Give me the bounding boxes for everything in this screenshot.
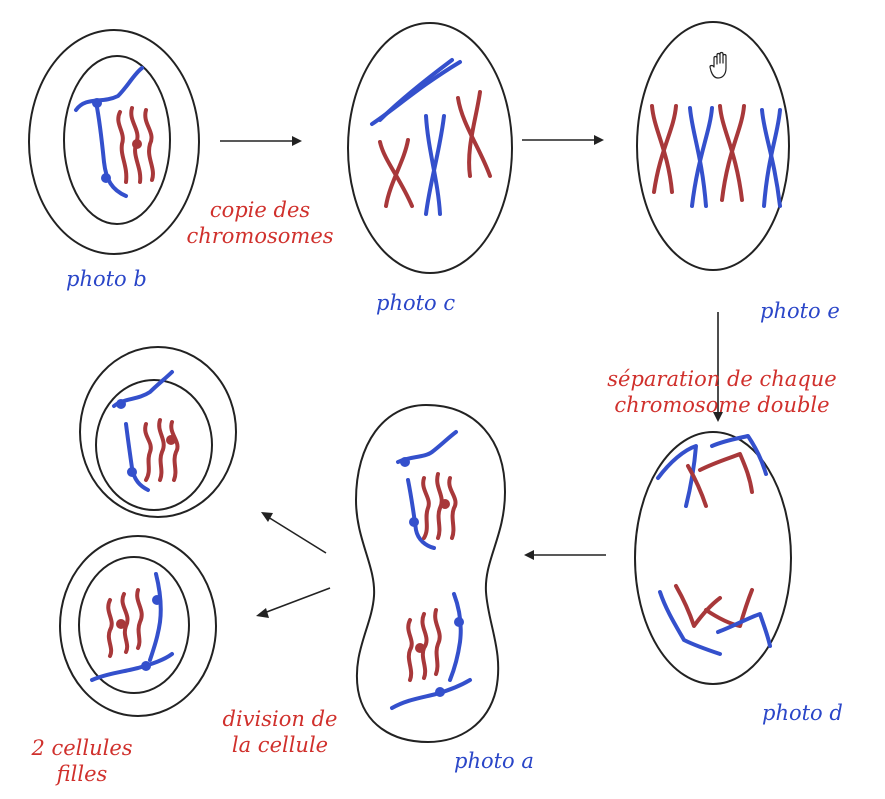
hand-cursor-icon	[710, 53, 726, 79]
label-2-cellules-filles: 2 cellules filles	[12, 735, 152, 787]
label-division-line-2: la cellule	[206, 732, 354, 758]
cell-b-chromosome-red-1	[118, 112, 126, 182]
cell-a-bottom-centromere-3	[435, 687, 445, 697]
cell-photo-c	[348, 23, 512, 273]
cell-a-bottom-blue-1	[450, 594, 461, 680]
daughter-top-red-2	[159, 420, 164, 480]
arrow-b-to-c	[220, 136, 302, 146]
cell-b-centromere-3	[132, 139, 142, 149]
cell-c-chromatid-red-1b	[386, 140, 408, 206]
arrow-a-to-daughter-top-shaft	[268, 517, 326, 553]
daughter-bottom-red-1	[108, 600, 111, 656]
cell-photo-d	[635, 432, 791, 684]
arrow-a-to-daughter-bottom-head	[256, 608, 269, 618]
arrow-a-to-daughter-top-head	[261, 512, 273, 522]
cell-d-top-blue-1	[658, 446, 696, 506]
daughter-bottom-red-3	[137, 590, 142, 648]
cell-d-top-red-2	[700, 454, 752, 492]
daughter-cell-bottom	[60, 536, 216, 716]
cell-a-top-red-1	[423, 478, 429, 538]
cell-b-chromosome-red-3	[145, 110, 153, 180]
cell-a-top-centromere-1	[400, 457, 410, 467]
daughter-top-nucleus	[96, 380, 212, 510]
daughter-top-centromere-3	[166, 435, 176, 445]
label-photo-c: photo c	[376, 290, 455, 316]
cell-a-bottom-red-3	[435, 610, 440, 674]
label-cellules-line-2: filles	[12, 761, 152, 787]
cell-b-nucleus	[64, 56, 170, 224]
cell-d-bottom-blue-2	[718, 614, 770, 646]
label-separation-line-1: séparation de chaque	[572, 366, 872, 392]
arrow-a-to-daughter-top	[261, 512, 326, 553]
daughter-bottom-blue-2	[92, 654, 172, 680]
cell-a-bottom-blue-2	[392, 680, 470, 708]
arrow-c-to-e	[522, 135, 604, 145]
label-photo-a: photo a	[454, 748, 534, 774]
cell-d-bottom-red-1	[676, 586, 720, 626]
cell-a-membrane	[356, 405, 505, 742]
cell-d-bottom-blue-1	[660, 592, 720, 654]
label-separation-line-2: chromosome double	[572, 392, 872, 418]
label-photo-e: photo e	[760, 298, 840, 324]
daughter-top-centromere-1	[116, 399, 126, 409]
arrow-d-to-a	[524, 550, 606, 560]
label-photo-d: photo d	[762, 700, 843, 726]
label-division-line-1: division de	[206, 706, 354, 732]
label-cellules-line-1: 2 cellules	[12, 735, 152, 761]
cell-c-chromatid-red-3a	[458, 98, 490, 176]
cell-e-chromatid-2b	[692, 108, 712, 206]
cell-a-top-centromere-3	[440, 499, 450, 509]
cell-e-membrane	[637, 22, 789, 270]
cell-photo-a	[356, 405, 505, 742]
cell-b-centromere-2	[101, 173, 111, 183]
cell-c-chromatid-blue-b	[380, 60, 452, 120]
daughter-top-red-3	[171, 422, 177, 480]
arrow-c-to-e-head	[594, 135, 604, 145]
label-separation: séparation de chaque chromosome double	[572, 366, 872, 418]
daughter-bottom-nucleus	[79, 557, 189, 693]
daughter-top-centromere-2	[127, 467, 137, 477]
daughter-bottom-centromere-2	[152, 595, 162, 605]
daughter-top-red-1	[145, 424, 151, 480]
cell-e-chromatid-1b	[654, 106, 676, 192]
label-copie-line-1: copie des	[160, 197, 360, 223]
label-copie-des-chromosomes: copie des chromosomes	[160, 197, 360, 249]
daughter-bottom-blue-1	[150, 574, 161, 660]
cell-c-chromatid-red-3b	[469, 92, 480, 176]
cell-a-top-blue-2	[408, 480, 434, 548]
daughter-top-membrane	[80, 347, 236, 517]
cell-b-centromere-1	[92, 98, 102, 108]
label-copie-line-2: chromosomes	[160, 223, 360, 249]
cell-a-bottom-centromere-2	[454, 617, 464, 627]
label-division-de-la-cellule: division de la cellule	[206, 706, 354, 758]
cell-a-top-centromere-2	[409, 517, 419, 527]
arrow-a-to-daughter-bottom	[256, 588, 330, 618]
daughter-cell-top	[80, 347, 236, 517]
arrow-a-to-daughter-bottom-shaft	[264, 588, 330, 613]
cell-d-membrane	[635, 432, 791, 684]
cell-a-bottom-red-1	[408, 620, 411, 680]
cell-a-bottom-centromere-1	[415, 643, 425, 653]
label-photo-b: photo b	[66, 266, 147, 292]
daughter-bottom-centromere-1	[116, 619, 126, 629]
arrow-d-to-a-head	[524, 550, 534, 560]
arrow-b-to-c-head	[292, 136, 302, 146]
cell-a-top-red-3	[449, 478, 455, 538]
cell-b-chromosome-blue-1	[76, 68, 142, 110]
cell-photo-e	[637, 22, 789, 270]
daughter-bottom-centromere-3	[141, 661, 151, 671]
